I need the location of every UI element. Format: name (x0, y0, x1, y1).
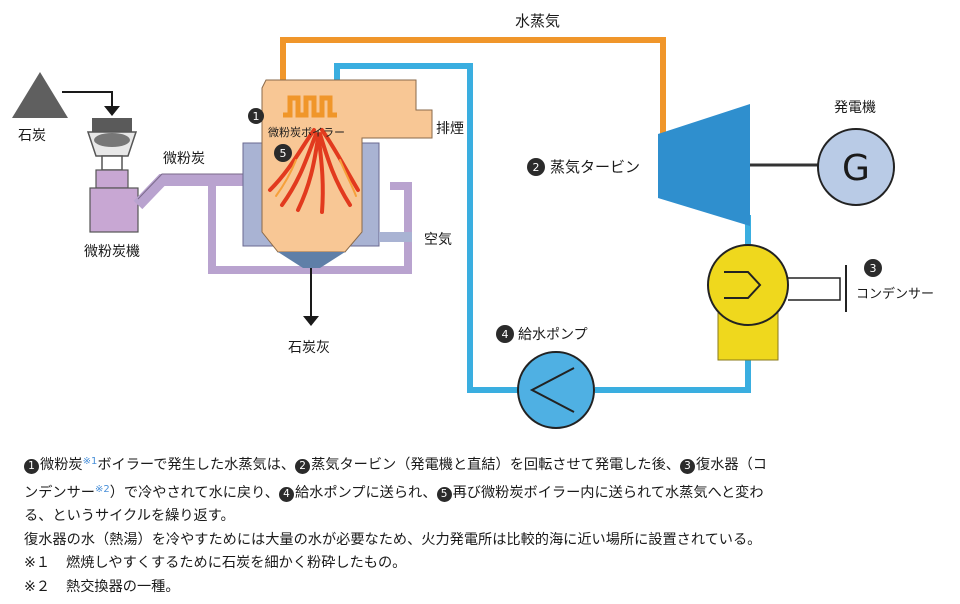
pulverizer (86, 118, 139, 233)
marker-2: 2 (527, 158, 545, 176)
generator-symbol: G (842, 148, 870, 189)
air-duct (208, 182, 412, 274)
pump-label: 給水ポンプ (518, 327, 588, 343)
steam-coil (283, 95, 337, 118)
turbine-label: 蒸気タービン (550, 158, 640, 176)
caption-text: ンデンサー (24, 484, 95, 501)
steam-pipe (280, 37, 666, 140)
svg-text:1: 1 (253, 110, 260, 123)
marker-1: 1 (248, 108, 264, 124)
boiler (261, 79, 433, 253)
boiler-label: 微粉炭ボイラー (268, 125, 345, 139)
footnote-ref-1: ※1 (82, 456, 98, 467)
svg-text:2: 2 (533, 161, 540, 174)
condenser-label: コンデンサー (856, 286, 934, 302)
coal-feed-arrow (62, 91, 113, 108)
marker-4: 4 (496, 325, 514, 343)
caption-text: 微粉炭 (40, 457, 83, 473)
ash-arrowhead (303, 316, 319, 326)
caption-line-4: 復水器の水（熱湯）を冷やすためには大量の水が必要なため、火力発電所は比較的海に近… (24, 531, 762, 548)
power-plant-diagram: G 1 5 2 3 4 水蒸気 石炭 微粉炭 微粉炭機 微粉炭ボイラー 排煙 空… (12, 12, 934, 429)
svg-text:4: 4 (502, 328, 509, 341)
footnote-text: 熱交換器の一種。 (66, 578, 180, 595)
condenser (707, 244, 789, 326)
coal-label: 石炭 (18, 128, 46, 144)
caption-text: ボイラーで発生した水蒸気は、 (97, 457, 296, 473)
footnote-text: 燃焼しやすくするために石炭を細かく粉砕したもの。 (66, 555, 407, 571)
svg-text:5: 5 (280, 147, 287, 160)
coal-pile-icon (12, 72, 68, 118)
condenser-coil-icon (724, 271, 762, 299)
exhaust-label: 排煙 (436, 121, 464, 137)
footnote-1: ※１ 燃焼しやすくするために石炭を細かく粉砕したもの。 (24, 552, 940, 576)
generator-label: 発電機 (834, 100, 876, 116)
marker-1-inline: 1 (24, 459, 39, 474)
marker-5-inline: 5 (436, 486, 452, 502)
feed-pump (517, 351, 595, 429)
pump-chevron-icon (529, 367, 575, 413)
marker-3: 3 (864, 259, 882, 277)
ash-hopper (278, 252, 345, 268)
generator (817, 128, 895, 206)
marker-3-inline: 3 (680, 459, 695, 474)
flame-icon (268, 128, 360, 214)
caption-text: 再び微粉炭ボイラー内に送られて水蒸気へと変わ (452, 484, 764, 501)
svg-text:3: 3 (870, 262, 877, 275)
footnote-mark: ※１ (24, 555, 51, 571)
marker-4-inline: 4 (278, 486, 294, 502)
caption-text: 蒸気タービン（発電機と直結）を回転させて発電した後、 (311, 457, 680, 473)
marker-5: 5 (274, 144, 292, 162)
caption-line-3: る、というサイクルを繰り返す。 (24, 508, 235, 524)
marker-2-inline: 2 (295, 459, 311, 474)
footnote-mark: ※２ (24, 578, 51, 595)
footnote-2: ※２ 熱交換器の一種。 (24, 576, 940, 600)
coal-duct (133, 174, 258, 210)
caption-text: 給水ポンプに送られ、 (294, 484, 437, 501)
steam-label: 水蒸気 (515, 12, 560, 30)
turbine (658, 104, 750, 226)
footnote-ref-2: ※2 (94, 483, 110, 495)
caption-text: ）で冷やされて水に戻り、 (109, 484, 279, 501)
air-label: 空気 (424, 232, 452, 248)
pulverizer-label: 微粉炭機 (84, 244, 140, 260)
coal-feed-arrowhead (104, 106, 120, 116)
caption-text: 復水器（コ (696, 457, 767, 473)
ash-label: 石炭灰 (288, 340, 330, 356)
pulverized-coal-label: 微粉炭 (163, 151, 205, 167)
